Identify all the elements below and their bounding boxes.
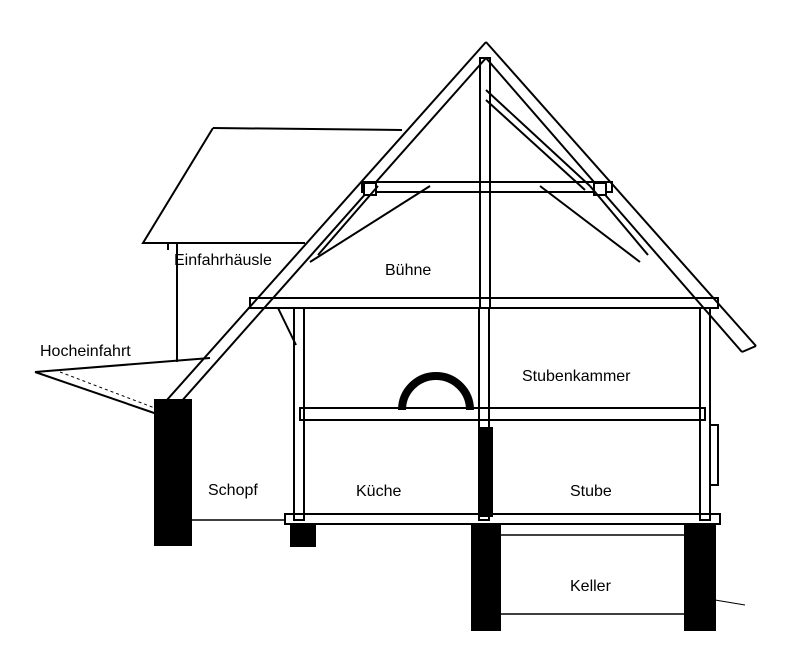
attic-floor-beam [249,297,719,309]
foundations [154,399,716,631]
arch [398,372,474,411]
label-buehne: Bühne [385,262,432,279]
label-einfahrhaeusle: Einfahrhäusle [174,252,272,269]
label-hocheinfahrt: Hocheinfahrt [40,343,131,360]
label-kueche: Küche [356,483,402,500]
label-stube: Stube [570,483,612,500]
einfahrhaeusle-structure [141,127,403,362]
hocheinfahrt-ramp [34,357,211,416]
ground-floor-beam [284,513,721,525]
main-roof [157,41,757,413]
wall-posts [277,307,719,521]
label-keller: Keller [570,578,611,595]
upper-floor [299,407,706,421]
label-stubenkammer: Stubenkammer [522,368,631,385]
label-schopf: Schopf [208,482,258,499]
